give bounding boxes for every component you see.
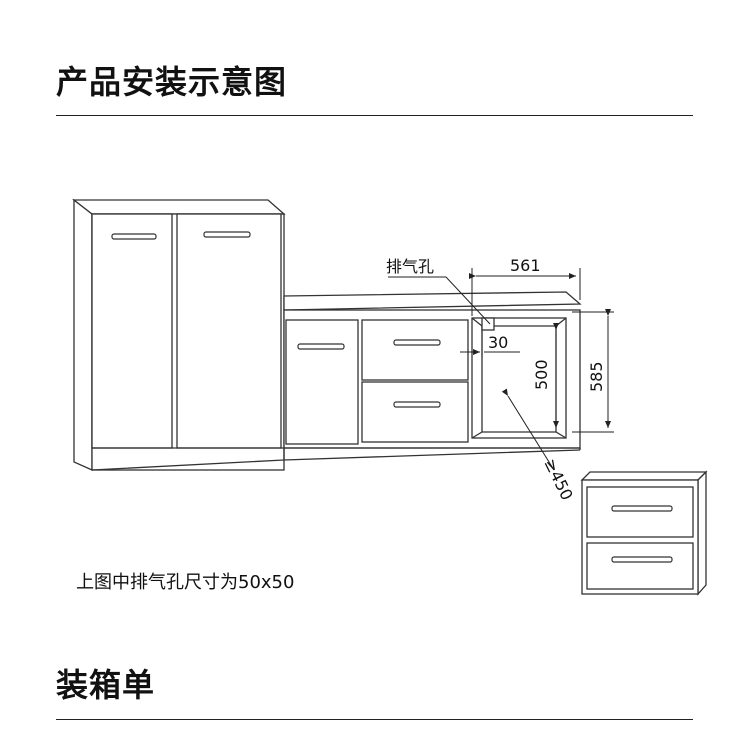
low-cabinet [91,291,582,471]
section-title-packing-list: 装箱单 [56,666,156,704]
tall-cabinet-left-door-handle [111,233,157,240]
inner-height-value: 500 [532,359,551,390]
installation-niche [471,317,567,439]
low-cabinet-door-handle [297,343,345,350]
product-unit [580,470,708,596]
section-title-installation: 产品安装示意图 [56,63,288,101]
upper-drawer-handle [393,339,441,346]
outer-height-value: 585 [587,361,606,392]
product-upper-drawer-handle [611,505,673,512]
tall-cabinet [72,198,286,472]
vent-hole [481,317,495,331]
tall-cabinet-right-door-handle [203,231,251,238]
title-divider [56,115,693,116]
packing-list-divider [56,719,693,720]
vent-leader-line [388,276,491,325]
vent-size-caption: 上图中排气孔尺寸为50x50 [76,572,295,593]
width-dimension-value: 561 [510,256,541,275]
min-depth-value: ≥450 [540,455,576,503]
lower-drawer-handle [393,401,441,408]
min-depth-dimension-line [501,388,555,471]
vent-offset-value: 30 [488,333,508,352]
vent-label: 排气孔 [386,257,434,276]
product-lower-drawer-handle [611,556,673,563]
